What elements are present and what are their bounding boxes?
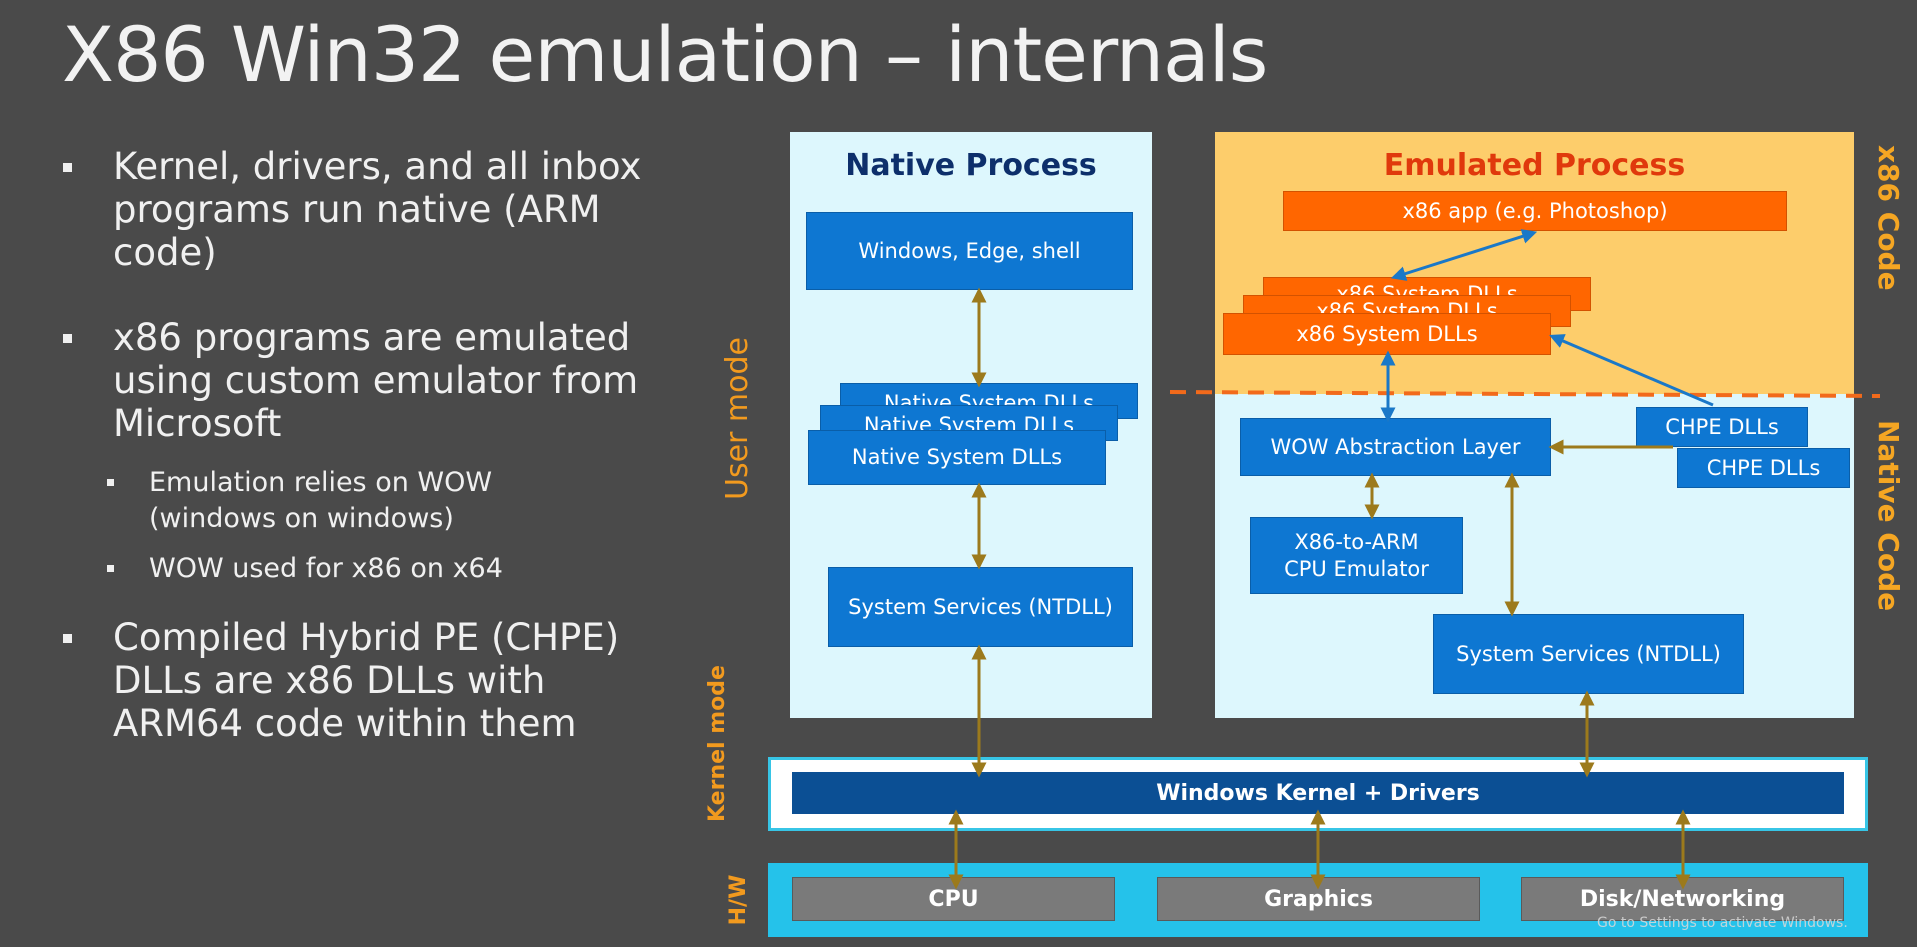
- kernel-drivers-bar: Windows Kernel + Drivers: [792, 772, 1844, 814]
- arrow-app-to-x86-dlls: [1390, 229, 1538, 281]
- subbullet-text: WOW used for x86 on x64: [149, 553, 503, 584]
- arrow-x86-dlls-to-chpe: [1549, 334, 1714, 407]
- chpe-dlls-box-back: CHPE DLLs: [1636, 407, 1808, 447]
- bullet-text: Compiled Hybrid PE (CHPE) DLLs are x86 D…: [113, 616, 620, 745]
- native-system-services-box: System Services (NTDLL): [828, 567, 1133, 647]
- subbullet-wow: Emulation relies on WOW (windows on wind…: [107, 465, 589, 537]
- bullet-chpe: Compiled Hybrid PE (CHPE) DLLs are x86 D…: [63, 616, 673, 745]
- subbullet-wow-x64: WOW used for x86 on x64: [107, 551, 589, 587]
- subbullet-marker: [107, 479, 114, 486]
- bullet-marker: [63, 163, 72, 172]
- bullet-text: x86 programs are emulated using custom e…: [113, 316, 639, 445]
- bullet-x86-emulated: x86 programs are emulated using custom e…: [63, 316, 673, 445]
- bullet-marker: [63, 634, 72, 643]
- bullet-kernel-native: Kernel, drivers, and all inbox programs …: [63, 145, 673, 274]
- emulated-system-services-box: System Services (NTDLL): [1433, 614, 1744, 694]
- slide-title: X86 Win32 emulation – internals: [62, 10, 1268, 99]
- cpu-emulator-box: X86-to-ARM CPU Emulator: [1250, 517, 1463, 594]
- emulated-process-title: Emulated Process: [1383, 148, 1686, 183]
- windows-edge-shell-box: Windows, Edge, shell: [806, 212, 1133, 290]
- native-dlls-box: Native System DLLs: [808, 430, 1106, 485]
- x86-dlls-box: x86 System DLLs: [1223, 313, 1551, 355]
- wow-abstraction-layer-box: WOW Abstraction Layer: [1240, 418, 1551, 476]
- native-process-title: Native Process: [845, 148, 1097, 183]
- subbullet-text: Emulation relies on WOW (windows on wind…: [149, 467, 493, 534]
- bullet-text: Kernel, drivers, and all inbox programs …: [113, 145, 642, 274]
- chpe-dlls-box: CHPE DLLs: [1677, 448, 1850, 488]
- subbullet-marker: [107, 565, 114, 572]
- bullet-marker: [63, 334, 72, 343]
- code-boundary-divider: [1169, 390, 1881, 398]
- activate-windows-watermark: Go to Settings to activate Windows.: [1597, 915, 1848, 931]
